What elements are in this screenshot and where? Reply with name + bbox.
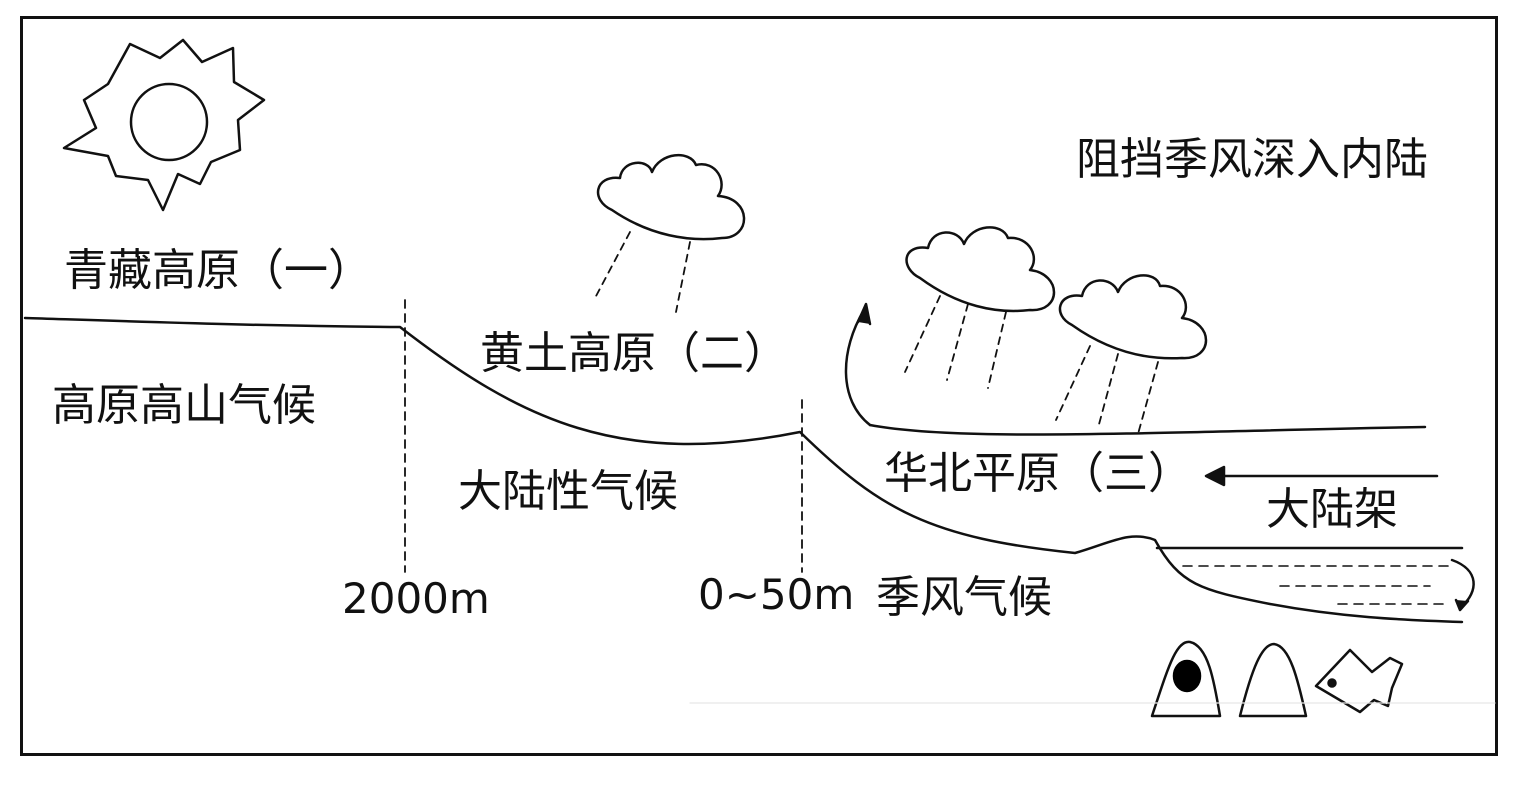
plain-air-line (868, 423, 1427, 436)
fish-icon (1314, 648, 1404, 714)
label-plateau-climate: 高原高山气候 (52, 380, 316, 431)
rain-cloud-icon (1055, 274, 1208, 435)
sun-icon (62, 38, 266, 212)
label-continental-shelf: 大陆架 (1266, 484, 1398, 535)
arrow-icon (1454, 598, 1470, 612)
shell-icon (1238, 642, 1308, 718)
diagram-frame (20, 16, 1498, 756)
label-elevation-2000: 2000m (342, 574, 490, 623)
label-north-china-plain: 华北平原（三） (884, 448, 1192, 499)
label-block-monsoon: 阻挡季风深入内陆 (1076, 134, 1428, 185)
rain-cloud-icon (904, 226, 1056, 389)
label-loess-plateau: 黄土高原（二） (480, 328, 788, 379)
label-monsoon-climate: 季风气候 (876, 572, 1052, 623)
rising-air-arrow (844, 308, 872, 427)
arrow-icon (1204, 465, 1226, 487)
rain-cloud-icon (594, 153, 746, 313)
label-elevation-0-50: 0~50m (698, 570, 855, 619)
shell-icon (1150, 640, 1222, 718)
terrain-profile-line (23, 316, 1464, 624)
label-tibet-plateau: 青藏高原（一） (64, 245, 372, 296)
arrow-icon (856, 302, 872, 326)
label-continental-climate: 大陆性气候 (458, 466, 678, 517)
